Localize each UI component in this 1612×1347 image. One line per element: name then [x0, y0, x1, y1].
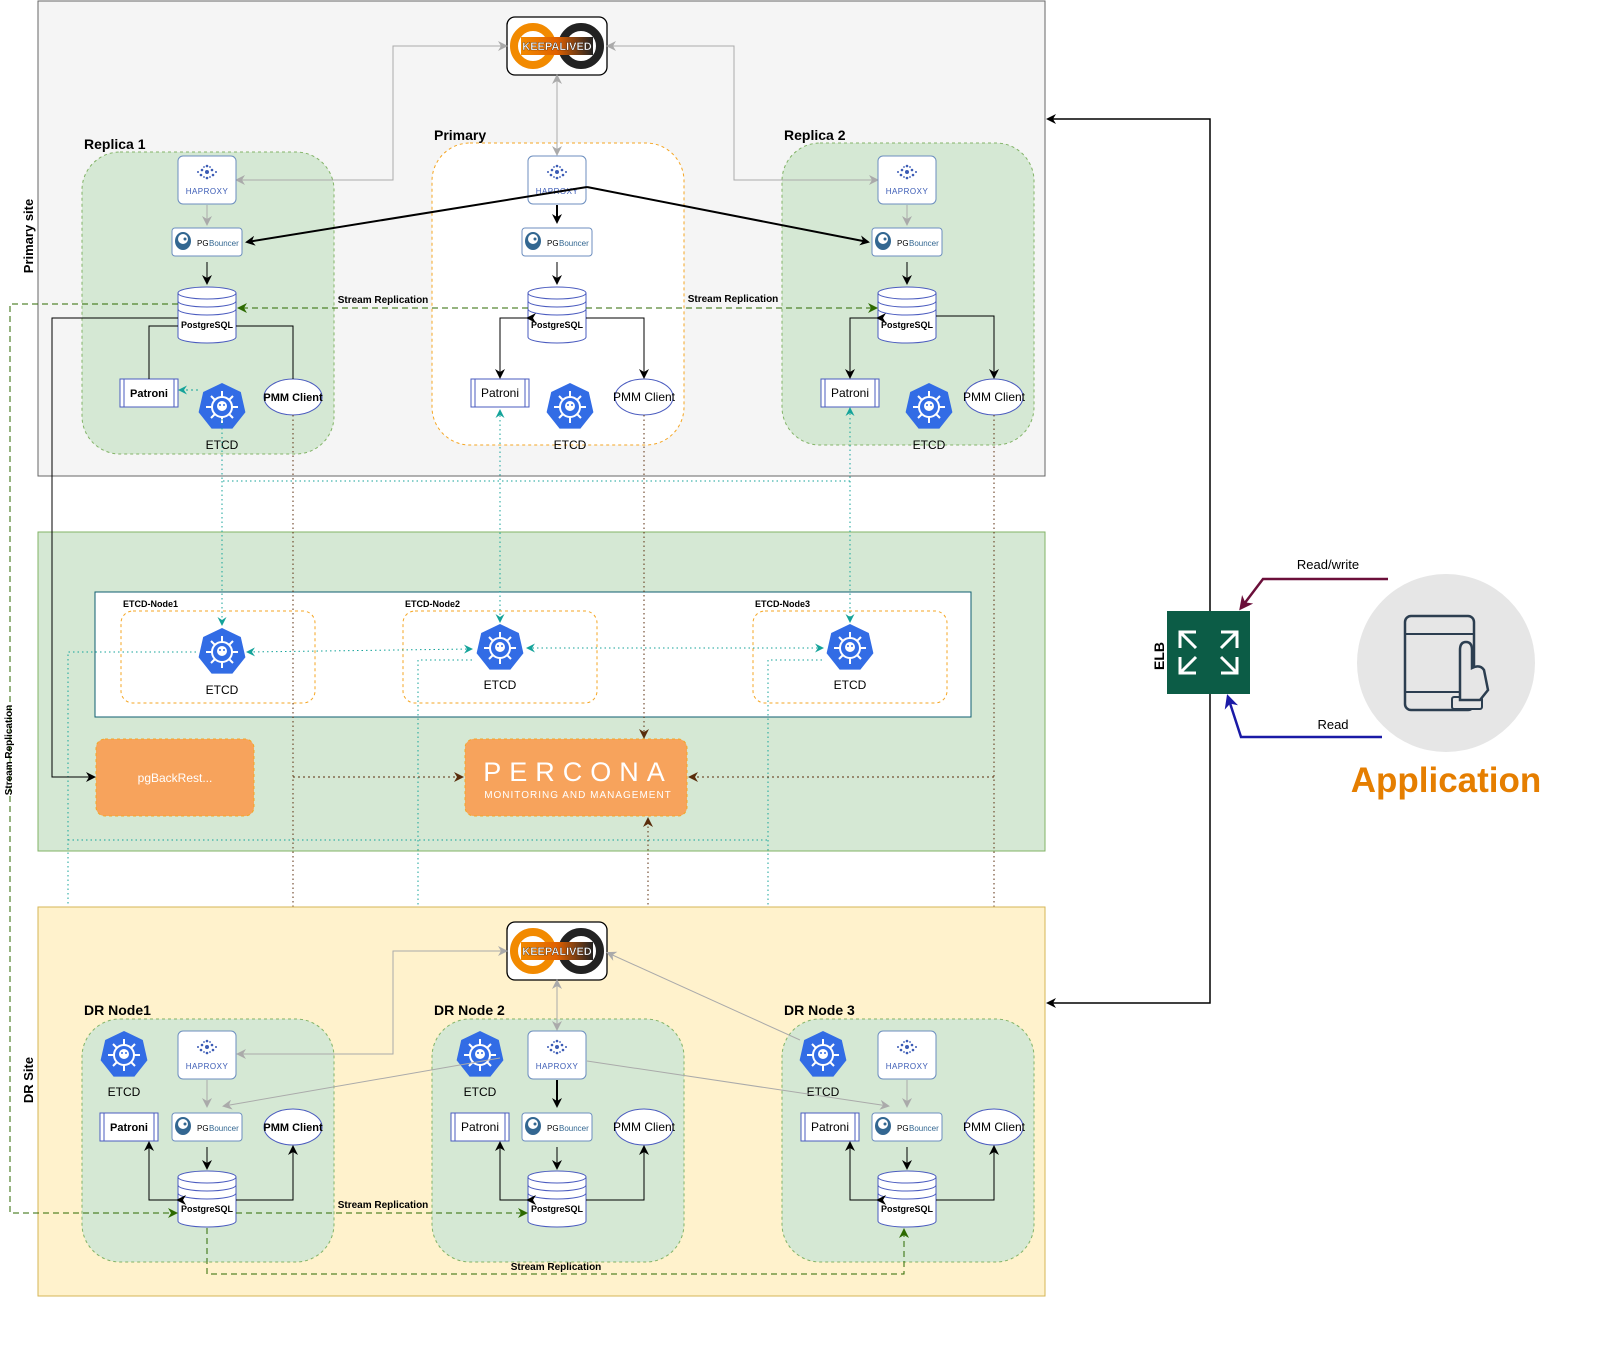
pgbackrest-label: pgBackRest...	[138, 771, 213, 785]
pgbackrest-box	[95, 738, 255, 817]
elb-label: ELB	[1151, 642, 1167, 670]
svg-text:Bouncer: Bouncer	[209, 1124, 239, 1133]
postgresql-database-icon: PostgreSQL	[527, 286, 587, 344]
pmm-client-label: PMM Client	[613, 1120, 676, 1134]
primary-site-label: Primary site	[21, 199, 36, 273]
application-tablet-icon[interactable]	[1357, 574, 1535, 752]
patroni-box	[470, 378, 530, 408]
stream-replication-label: Stream Replication	[338, 1200, 429, 1211]
svg-text:PG: PG	[547, 1124, 559, 1133]
svg-text:PostgreSQL: PostgreSQL	[531, 1204, 584, 1214]
pgbouncer-logo: PG Bouncer	[871, 227, 943, 257]
pgbouncer-logo: PG Bouncer	[171, 1112, 243, 1142]
patroni-box	[99, 1112, 159, 1142]
svg-text:Bouncer: Bouncer	[909, 1124, 939, 1133]
pmm-client-label: PMM Client	[613, 390, 676, 404]
elb-icon[interactable]	[1167, 611, 1250, 694]
node-title: DR Node 3	[784, 1002, 855, 1018]
svg-text:PostgreSQL: PostgreSQL	[881, 320, 934, 330]
patroni-box	[820, 378, 880, 408]
svg-text:PG: PG	[197, 239, 209, 248]
pgbouncer-logo: PG Bouncer	[521, 1112, 593, 1142]
patroni-label: Patroni	[130, 388, 168, 400]
etcd-label: ETCD	[913, 438, 946, 452]
postgresql-database-icon: PostgreSQL	[877, 1170, 937, 1228]
percona-pmm-box	[464, 738, 688, 817]
application-label: Application	[1351, 761, 1542, 800]
svg-text:PostgreSQL: PostgreSQL	[181, 1204, 234, 1214]
etcd-label: ETCD	[484, 678, 517, 692]
svg-text:Bouncer: Bouncer	[559, 1124, 589, 1133]
cross-site-stream-label: Stream Replication	[4, 705, 15, 796]
svg-text:Bouncer: Bouncer	[559, 239, 589, 248]
etcd-node-title: ETCD-Node2	[405, 599, 460, 609]
patroni-label: Patroni	[110, 1122, 148, 1134]
svg-text:Bouncer: Bouncer	[909, 239, 939, 248]
svg-text:PG: PG	[547, 239, 559, 248]
node-title: DR Node 2	[434, 1002, 505, 1018]
etcd-label: ETCD	[108, 1085, 141, 1099]
node-title: Replica 1	[84, 136, 146, 152]
svg-text:KEEPALIVED: KEEPALIVED	[522, 41, 592, 53]
read-write-label: Read/write	[1297, 557, 1359, 572]
dr-node1-components: ETCD PG Bouncer PostgreSQL Patroni PMM C…	[99, 1030, 323, 1228]
haproxy-logo	[177, 1030, 237, 1080]
postgresql-database-icon: PostgreSQL	[177, 1170, 237, 1228]
read-label: Read	[1317, 717, 1348, 732]
node-title: DR Node1	[84, 1002, 151, 1018]
pmm-client-label: PMM Client	[263, 392, 323, 404]
dr-site-label: DR Site	[21, 1057, 36, 1103]
patroni-label: Patroni	[481, 386, 519, 400]
haproxy-logo	[527, 1030, 587, 1080]
postgresql-database-icon: PostgreSQL	[527, 1170, 587, 1228]
postgresql-database-icon: PostgreSQL	[877, 286, 937, 344]
haproxy-logo	[877, 1030, 937, 1080]
svg-text:PostgreSQL: PostgreSQL	[181, 320, 234, 330]
svg-text:PG: PG	[197, 1124, 209, 1133]
node-title: Primary	[434, 127, 486, 143]
svg-text:PG: PG	[897, 239, 909, 248]
pgbouncer-logo: PG Bouncer	[871, 1112, 943, 1142]
pgbouncer-logo: PG Bouncer	[521, 227, 593, 257]
pmm-client-label: PMM Client	[963, 1120, 1026, 1134]
haproxy-logo	[527, 155, 587, 205]
svg-text:PostgreSQL: PostgreSQL	[881, 1204, 934, 1214]
patroni-box	[119, 378, 179, 408]
pgbouncer-logo: PG Bouncer	[171, 227, 243, 257]
etcd-label: ETCD	[464, 1085, 497, 1099]
percona-title: PERCONA	[483, 757, 673, 787]
etcd-node-title: ETCD-Node3	[755, 599, 810, 609]
patroni-box	[800, 1112, 860, 1142]
pmm-client-label: PMM Client	[963, 390, 1026, 404]
patroni-label: Patroni	[811, 1120, 849, 1134]
stream-replication-label: Stream Replication	[511, 1262, 602, 1273]
svg-text:KEEPALIVED: KEEPALIVED	[522, 946, 592, 958]
dr-node3-components: ETCD PG Bouncer PostgreSQL Patroni PMM C…	[798, 1030, 1026, 1228]
keepalived-logo: KEEPALIVED	[507, 922, 607, 980]
stream-replication-label: Stream Replication	[688, 294, 779, 305]
patroni-label: Patroni	[831, 386, 869, 400]
node-title: Replica 2	[784, 127, 846, 143]
keepalived-logo: KEEPALIVED	[507, 17, 607, 75]
etcd-label: ETCD	[554, 438, 587, 452]
etcd-label: ETCD	[206, 438, 239, 452]
patroni-box	[450, 1112, 510, 1142]
stream-replication-label: Stream Replication	[338, 295, 429, 306]
svg-text:Bouncer: Bouncer	[209, 239, 239, 248]
patroni-label: Patroni	[461, 1120, 499, 1134]
etcd-label: ETCD	[807, 1085, 840, 1099]
etcd-label: ETCD	[834, 678, 867, 692]
percona-subtitle: MONITORING AND MANAGEMENT	[484, 790, 672, 801]
dr-node2-components: ETCD PG Bouncer PostgreSQL Patroni PMM C…	[450, 1030, 676, 1228]
svg-text:PostgreSQL: PostgreSQL	[531, 320, 584, 330]
etcd-label: ETCD	[206, 683, 239, 697]
svg-text:PG: PG	[897, 1124, 909, 1133]
pmm-client-label: PMM Client	[263, 1122, 323, 1134]
haproxy-logo	[877, 155, 937, 205]
haproxy-logo	[177, 155, 237, 205]
postgresql-database-icon: PostgreSQL	[177, 286, 237, 344]
etcd-node-title: ETCD-Node1	[123, 599, 178, 609]
